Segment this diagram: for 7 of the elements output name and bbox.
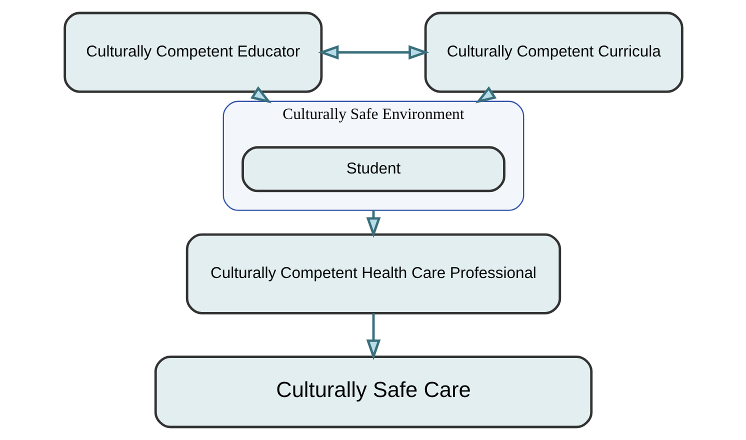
arrow: [250, 86, 272, 104]
node-box: Culturally Safe Care: [154, 356, 592, 428]
arrow: [366, 313, 380, 360]
node-box: Culturally Competent Health Care Professional: [185, 233, 561, 314]
node-box: Student: [241, 146, 505, 192]
arrow: [474, 86, 496, 104]
arrow: [318, 45, 429, 60]
